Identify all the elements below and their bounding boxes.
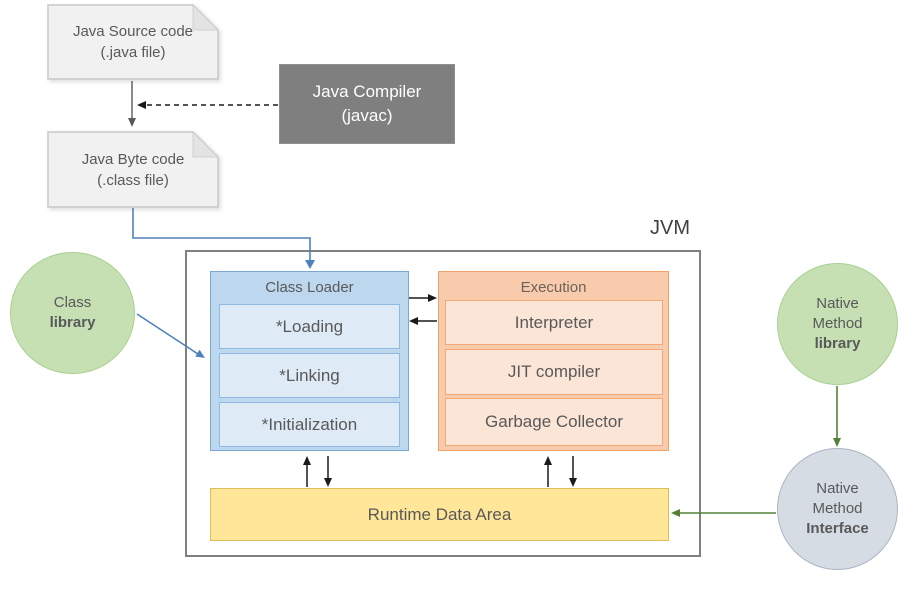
java-bytecode-doc: Java Byte code (.class file): [47, 131, 219, 208]
class-loader-item-initialization: *Initialization: [219, 402, 400, 447]
native-method-interface-circle: Native Method Interface: [777, 448, 898, 570]
class-loader-title: Class Loader: [265, 279, 354, 296]
native-interface-line3: Interface: [806, 520, 869, 537]
class-library-line2: library: [49, 314, 96, 331]
java-compiler-box: Java Compiler (javac): [279, 64, 455, 144]
java-source-label: Java Source code (.java file): [47, 4, 219, 80]
java-compiler-line1: Java Compiler: [312, 82, 422, 101]
java-source-line1: Java Source code: [72, 23, 194, 40]
jvm-title: JVM: [650, 217, 690, 239]
execution-item-garbage-collector: Garbage Collector: [445, 398, 663, 446]
java-source-doc: Java Source code (.java file): [47, 4, 219, 80]
native-interface-line1: Native: [816, 480, 859, 497]
native-library-line3: library: [814, 335, 861, 352]
native-library-line1: Native: [816, 295, 859, 312]
native-library-line2: Method: [812, 315, 863, 332]
folded-document-icon: [47, 4, 219, 80]
class-loader-item-linking: *Linking: [219, 353, 400, 398]
native-interface-line2: Method: [812, 500, 863, 517]
class-library-circle: Class library: [10, 252, 135, 374]
java-compiler-line2: (javac): [341, 106, 393, 125]
nativelib-to-interface-arrow: [833, 386, 841, 447]
java-bytecode-line1: Java Byte code: [81, 150, 185, 168]
class-loader-item-loading: *Loading: [219, 304, 400, 349]
compiler-dashed-arrow: [137, 101, 278, 109]
java-bytecode-line2: (.class file): [97, 171, 169, 189]
java-bytecode-label: Java Byte code (.class file): [47, 131, 219, 208]
execution-title: Execution: [520, 279, 587, 296]
java-source-line2: (.java file): [100, 44, 166, 61]
source-to-bytecode-arrow: [128, 81, 136, 127]
execution-item-jit-compiler: JIT compiler: [445, 349, 663, 395]
class-library-line1: Class: [53, 294, 92, 311]
native-method-library-circle: Native Method library: [777, 263, 898, 385]
folded-document-icon: [47, 131, 219, 208]
execution-item-interpreter: Interpreter: [445, 300, 663, 345]
runtime-data-area-box: Runtime Data Area: [210, 488, 669, 541]
